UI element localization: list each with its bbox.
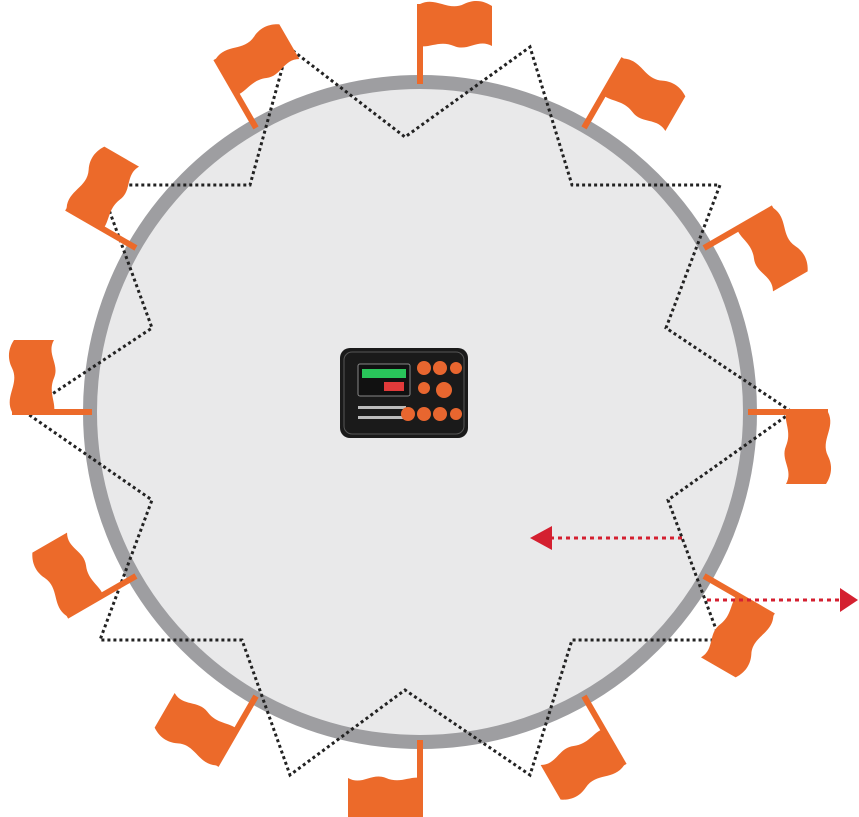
flag-cloth [700, 594, 776, 680]
device-button [433, 361, 447, 375]
device-button [436, 382, 452, 398]
device-button [433, 407, 447, 421]
device-screen [358, 364, 410, 396]
device-button [450, 362, 462, 374]
flag-cloth [736, 206, 812, 292]
flag-icon [748, 409, 831, 484]
flag-icon [348, 740, 423, 817]
outward-arrow-head [840, 588, 858, 612]
flag-cloth [784, 412, 831, 484]
flag-cloth [540, 728, 626, 804]
flag-icon [417, 1, 492, 84]
device-screen-red-readout [384, 382, 404, 391]
device-button [417, 407, 431, 421]
device-button [450, 408, 462, 420]
device-button [417, 361, 431, 375]
flag-cloth [214, 20, 300, 96]
device-button [418, 382, 430, 394]
device-panel-line [358, 406, 406, 409]
device-button [401, 407, 415, 421]
flag-cloth [602, 56, 688, 132]
flag-cloth [64, 144, 140, 230]
flag-cloth [9, 340, 56, 412]
controller-device-icon [340, 348, 468, 438]
flag-cloth [152, 692, 238, 768]
device-screen-green-readout [362, 369, 406, 378]
device-panel-line [358, 416, 406, 419]
flag-cloth [348, 776, 420, 817]
flag-cloth [28, 532, 104, 618]
flag-cloth [420, 1, 492, 48]
